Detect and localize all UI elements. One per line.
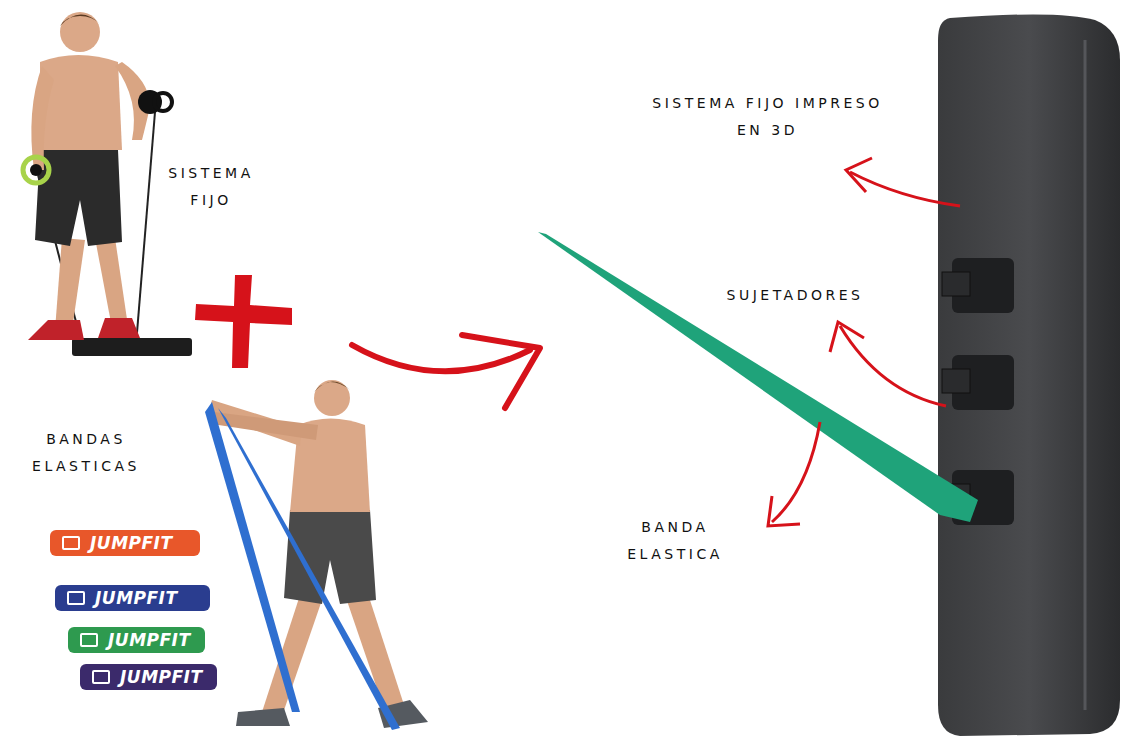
brand-text: JUMPFIT	[90, 533, 173, 553]
head	[60, 12, 100, 52]
brand-text: JUMPFIT	[120, 667, 203, 687]
blue-band	[218, 408, 400, 730]
head	[314, 380, 350, 416]
man-elastic-band	[205, 380, 428, 730]
hair	[60, 14, 100, 26]
band-badge: JUMPFIT	[80, 664, 217, 690]
callout-arrow	[840, 326, 946, 406]
band-badge: JUMPFIT	[50, 530, 200, 556]
leg	[55, 238, 85, 330]
arm	[31, 66, 54, 170]
arrow-head	[830, 322, 864, 352]
shoe	[98, 318, 140, 338]
blue-band	[205, 402, 300, 712]
wheel	[23, 157, 49, 183]
green-band	[538, 232, 978, 522]
arrow-line	[352, 345, 530, 371]
callout-label: BANDAS ELASTICAS	[6, 426, 166, 480]
callout-arrows	[768, 158, 960, 526]
wheel	[154, 93, 172, 111]
shoe	[236, 708, 290, 726]
footboard	[72, 338, 192, 356]
clip	[942, 258, 1014, 313]
callout-label: BANDA ELASTICA	[600, 514, 750, 568]
3d-printed-device	[938, 14, 1120, 736]
hair	[314, 381, 350, 392]
plus-sign	[195, 275, 292, 368]
torso	[40, 55, 122, 150]
clip-jaw	[942, 369, 970, 393]
callout-arrow	[850, 172, 960, 206]
man-fixed-system	[23, 12, 192, 356]
plus-shape	[195, 275, 292, 368]
brand-text: JUMPFIT	[95, 588, 178, 608]
leg	[95, 238, 128, 328]
device-body	[938, 14, 1120, 736]
cord	[136, 112, 155, 345]
clip	[942, 355, 1014, 410]
clip-jaw	[942, 272, 970, 296]
band-badge: JUMPFIT	[68, 627, 205, 653]
band-badge: JUMPFIT	[55, 585, 210, 611]
callout-label: SISTEMA FIJO IMPRESO EN 3D	[645, 90, 890, 144]
shoe	[28, 320, 84, 340]
brand-text: JUMPFIT	[108, 630, 191, 650]
device-ridge	[1084, 40, 1087, 710]
arrow-head	[846, 158, 872, 192]
wheel	[30, 164, 42, 176]
arrow-head	[462, 335, 540, 408]
callout-label: SUJETADORES	[680, 282, 910, 309]
callout-arrow	[772, 422, 820, 522]
arrow-head	[768, 496, 800, 526]
shorts	[284, 510, 376, 604]
callout-label: SISTEMA FIJO	[152, 160, 270, 214]
red-arrow	[352, 335, 540, 408]
